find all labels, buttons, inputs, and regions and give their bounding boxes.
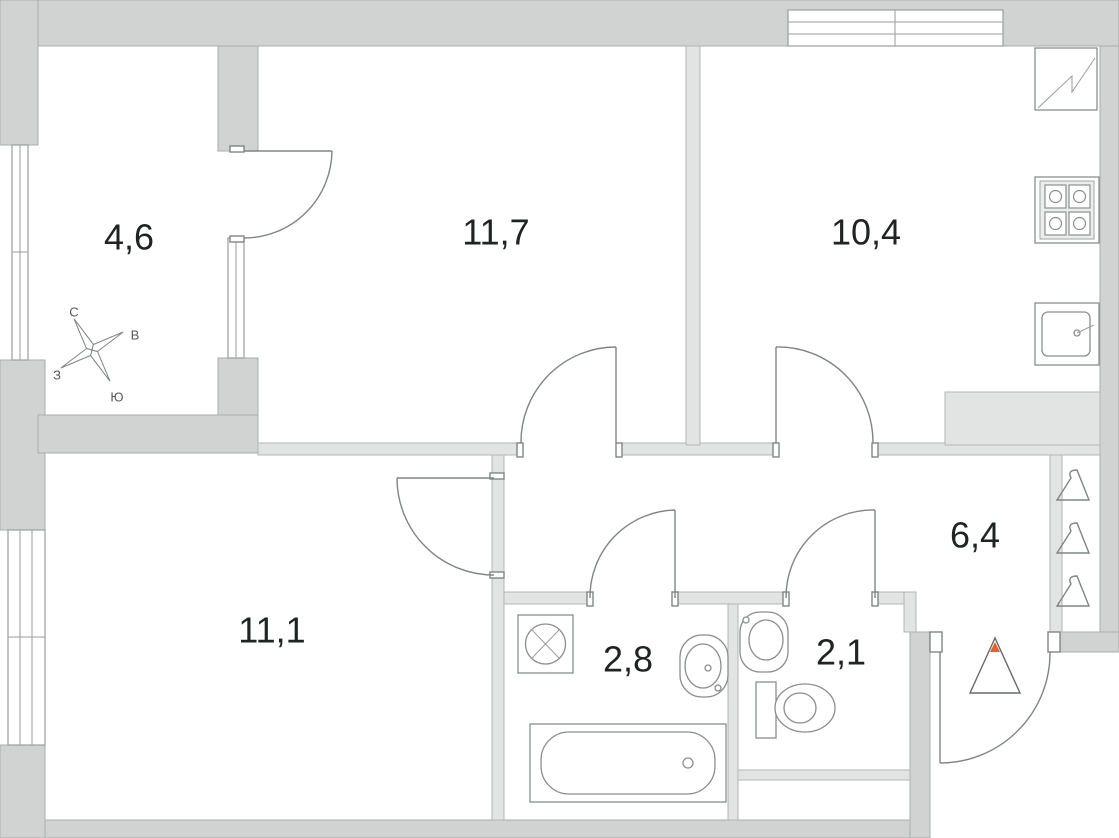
doors [229,145,1061,764]
coat-hanger-icon [1055,469,1091,607]
bathtub-icon [529,723,727,803]
area-label-room-1: 11,7 [462,212,529,253]
windows [7,9,1004,746]
area-label-hallway: 6,4 [950,515,1000,556]
door-bathroom[interactable] [586,509,679,607]
compass-north-label: С [69,304,78,319]
ventilation-shaft-icon [1034,47,1098,111]
door-toilet[interactable] [782,509,879,607]
toilet-icon [755,681,836,739]
area-label-kitchen: 10,4 [831,212,901,253]
window-balcony-inner [227,237,245,359]
area-label-balcony: 4,6 [104,217,154,258]
door-entrance[interactable] [929,631,1061,764]
window-room-2 [7,529,46,746]
compass-east-label: В [131,327,140,342]
sink-icon [739,611,789,673]
window-balcony-left [11,144,29,361]
area-label-bathroom: 2,8 [603,639,653,680]
washing-machine-icon [517,614,574,674]
door-room-1[interactable] [516,346,623,458]
sink-icon [1034,302,1100,366]
door-kitchen[interactable] [772,346,879,458]
stove-icon [1034,176,1100,244]
entrance-arrow-icon [968,636,1022,694]
sink-icon [679,634,729,698]
door-room-2[interactable] [396,472,505,579]
door-balcony[interactable] [229,145,333,243]
area-label-toilet: 2,1 [816,632,866,673]
interior-partitions [257,45,1101,821]
area-label-room-2: 11,1 [238,610,305,651]
compass-west-label: З [53,367,61,382]
compass-south-label: Ю [110,389,123,404]
window-top [787,9,1004,47]
compass-rose-icon [60,318,124,382]
